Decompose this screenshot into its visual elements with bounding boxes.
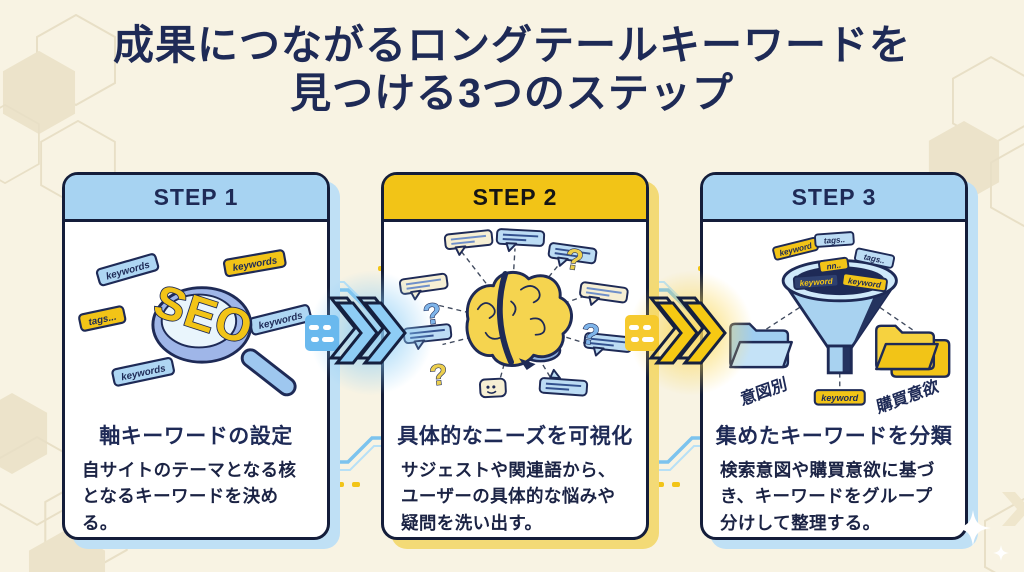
svg-text:keyword: keyword xyxy=(799,277,834,288)
page-title-line1: 成果につながるロングテールキーワードを xyxy=(113,22,911,68)
svg-text:?: ? xyxy=(563,242,585,277)
step1-label: STEP 1 xyxy=(153,183,239,210)
step-card-1: STEP 1 keywords keywords tags... key xyxy=(62,172,330,540)
step2-heading: 具体的なニーズを可視化 xyxy=(397,425,633,448)
page-title: 成果につながるロングテールキーワードを 見つける3つのステップ xyxy=(0,22,1024,118)
step1-heading: 軸キーワードの設定 xyxy=(99,425,293,448)
hexagon-icon xyxy=(0,393,48,474)
step1-illustration: keywords keywords tags... keywords keywo… xyxy=(65,222,327,420)
sparkle-icon xyxy=(955,510,991,546)
step3-header: STEP 3 xyxy=(703,175,965,222)
page-title-line2: 見つける3つのステップ xyxy=(290,69,734,116)
step2-header: STEP 2 xyxy=(384,175,646,222)
folder-left-label: 意図別 xyxy=(739,374,789,409)
funnel-tags: keyword tags.. tags.. nn.. keyword keywo… xyxy=(772,231,896,293)
output-keyword-tag: keyword xyxy=(813,389,866,406)
chevron-decoration-icon xyxy=(1002,492,1024,526)
seo-magnifier-icon: keywords keywords tags... keywords keywo… xyxy=(78,249,313,397)
hexagon-icon xyxy=(984,498,1024,572)
hexagon-icon xyxy=(28,529,106,572)
svg-text:?: ? xyxy=(428,358,449,393)
chevron-arrow-icon xyxy=(625,296,727,365)
step3-label: STEP 3 xyxy=(791,183,877,210)
hexagon-icon xyxy=(0,104,40,184)
step1-description: 自サイトのテーマとなる核となるキーワードを決める。 xyxy=(82,460,297,533)
svg-text:keyword: keyword xyxy=(821,393,858,403)
folder-right-icon xyxy=(875,324,951,378)
step2-description: サジェストや関連語から、ユーザーの具体的な悩みや疑問を洗い出す。 xyxy=(401,460,616,533)
sparkle-icon xyxy=(993,545,1009,561)
keyword-funnel-icon: keyword tags.. tags.. nn.. keyword keywo… xyxy=(729,231,951,417)
hexagon-icon xyxy=(36,14,116,106)
chevron-arrow-icon xyxy=(305,296,407,365)
hexagon-icon xyxy=(990,142,1024,228)
svg-text:tags..: tags.. xyxy=(824,235,846,245)
svg-text:nn..: nn.. xyxy=(826,261,842,272)
brain-icon xyxy=(465,270,573,370)
step3-illustration: keyword tags.. tags.. nn.. keyword keywo… xyxy=(703,222,965,420)
step3-heading: 集めたキーワードを分類 xyxy=(715,425,953,448)
step3-description: 検索意図や購買意欲に基づき、キーワードをグループ分けして整理する。 xyxy=(720,460,935,533)
magnifier-icon xyxy=(151,286,297,397)
step-card-3: STEP 3 keyword xyxy=(700,172,968,540)
folder-right-label: 購買意欲 xyxy=(874,376,941,417)
step1-header: STEP 1 xyxy=(65,175,327,222)
step2-label: STEP 2 xyxy=(472,183,558,210)
svg-text:tags..: tags.. xyxy=(863,252,886,265)
